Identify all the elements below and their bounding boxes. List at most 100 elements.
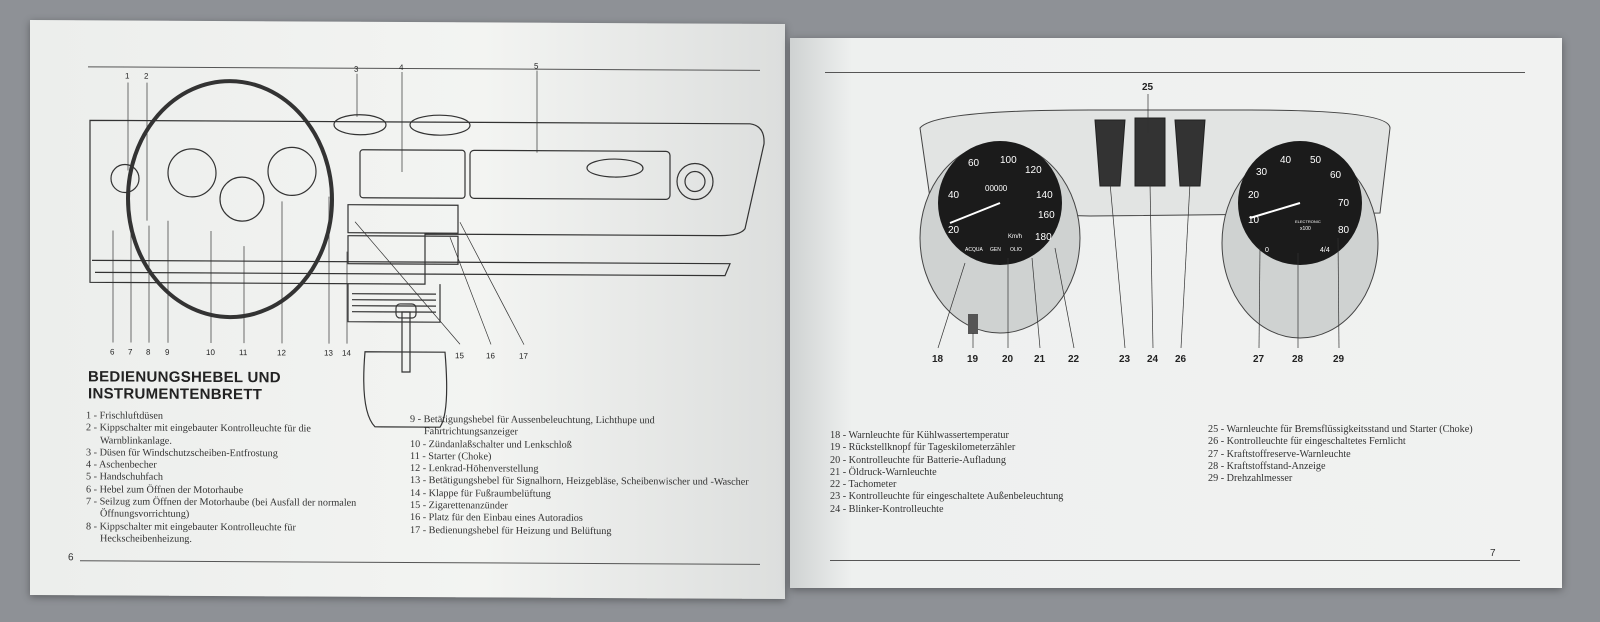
callout-25: 25 xyxy=(1142,82,1154,93)
callout-1: 1 xyxy=(125,72,130,81)
callout-20: 20 xyxy=(1002,354,1014,365)
tacho-label: 10 xyxy=(1248,215,1260,226)
callout-14: 14 xyxy=(342,349,351,358)
odometer: 00000 xyxy=(985,184,1008,193)
callout-11: 11 xyxy=(239,348,248,357)
steering-hub xyxy=(219,176,265,222)
steering-wheel xyxy=(126,79,334,320)
callout-10: 10 xyxy=(206,348,215,357)
callout-12: 12 xyxy=(277,348,286,357)
callout-7: 7 xyxy=(128,348,133,357)
tacho-brand: ELECTRONIC xyxy=(1295,219,1321,224)
list-item: 23 - Kontrolleuchte für eingeschaltete A… xyxy=(830,491,1064,503)
callout-8: 8 xyxy=(146,348,151,357)
speedo-label: 100 xyxy=(1000,155,1017,166)
air-vent-right xyxy=(676,162,714,201)
callout-28: 28 xyxy=(1292,354,1304,365)
list-item: 27 - Kraftstoffreserve-Warnleuchte xyxy=(1208,448,1351,460)
list-item: 17 - Bedienungshebel für Heizung und Bel… xyxy=(410,524,612,537)
speedo-label: 40 xyxy=(948,190,960,201)
tacho-label: 30 xyxy=(1256,167,1268,178)
fuel-full-label: 4/4 xyxy=(1320,247,1330,254)
callout-19: 19 xyxy=(967,354,979,365)
radio-slot xyxy=(347,235,459,265)
list-item: 22 - Tachometer xyxy=(830,479,897,491)
callout-2: 2 xyxy=(144,72,149,81)
callout-4: 4 xyxy=(399,63,404,72)
bottom-rule xyxy=(830,560,1520,561)
left-page: 1 2 3 4 5 6 7 8 9 10 11 12 13 14 15 16 1… xyxy=(30,20,785,599)
callout-23: 23 xyxy=(1119,354,1131,365)
callout-18: 18 xyxy=(932,354,944,365)
tacho-label: 60 xyxy=(1330,170,1342,181)
list-item: 9 - Betätigungshebel für Aussenbeleuchtu… xyxy=(410,414,655,438)
callout-5: 5 xyxy=(534,62,539,71)
callout-6: 6 xyxy=(110,347,115,356)
trip-reset-knob xyxy=(968,314,978,334)
defrost-vent-left xyxy=(333,114,387,136)
warning-lamp-23 xyxy=(1094,119,1126,187)
callout-9: 9 xyxy=(165,348,170,357)
list-item: 29 - Drehzahlmesser xyxy=(1208,473,1293,485)
warning-label: ACQUA xyxy=(965,247,983,253)
section-title: BEDIENUNGSHEBEL UND INSTRUMENTENBRETT xyxy=(88,368,281,403)
shifter-boot xyxy=(363,351,448,428)
callout-16: 16 xyxy=(486,351,495,360)
tacho-label: 20 xyxy=(1248,190,1260,201)
speedo-label: 160 xyxy=(1038,210,1055,221)
list-item: 26 - Kontrolleuchte für eingeschaltetes … xyxy=(1208,436,1406,448)
callout-13: 13 xyxy=(324,349,333,358)
list-item: 28 - Kraftstoffstand-Anzeige xyxy=(1208,460,1326,472)
speedo-needle xyxy=(949,202,1001,224)
list-item: 8 - Kippschalter mit eingebauter Kontrol… xyxy=(86,520,296,545)
warning-label: OLIO xyxy=(1010,247,1022,253)
glovebox xyxy=(469,149,671,200)
callout-21: 21 xyxy=(1034,354,1046,365)
list-item: 7 - Seilzug zum Öffnen der Motorhaube (b… xyxy=(86,496,357,521)
ashtray xyxy=(359,149,466,199)
warning-label: GEN xyxy=(990,247,1001,253)
callout-29: 29 xyxy=(1333,354,1345,365)
speedo-unit: Km/h xyxy=(1008,234,1022,240)
dashboard-outline xyxy=(89,119,765,285)
speedo-label: 20 xyxy=(948,225,960,236)
gear-knob xyxy=(395,303,417,319)
list-item: 2 - Kippschalter mit eingebauter Kontrol… xyxy=(86,422,311,447)
right-page: 20 40 60 100 120 140 160 180 00000 Km/h … xyxy=(790,38,1562,588)
page-number: 7 xyxy=(1490,548,1496,559)
tacho-label: 80 xyxy=(1338,225,1350,236)
defrost-vent-right xyxy=(409,114,471,136)
dashboard-illustration: 1 2 3 4 5 6 7 8 9 10 11 12 13 14 15 16 1… xyxy=(89,62,765,428)
callout-3: 3 xyxy=(354,65,359,74)
legend-list-4: 25 - Warnleuchte für Bremsflüssigkeitsst… xyxy=(1208,424,1528,485)
list-item: 18 - Warnleuchte für Kühlwassertemperatu… xyxy=(830,430,1009,441)
title-line-2: INSTRUMENTENBRETT xyxy=(88,385,263,404)
callout-27: 27 xyxy=(1253,354,1265,365)
tacho-label: 40 xyxy=(1280,155,1292,166)
tacho-label: 50 xyxy=(1310,155,1322,166)
list-item: 5 - Handschuhfach xyxy=(86,471,163,484)
tachometer xyxy=(267,146,317,196)
legend-list-1: 1 - Frischluftdüsen 2 - Kippschalter mit… xyxy=(86,410,364,547)
callout-15: 15 xyxy=(455,351,464,360)
title-line-1: BEDIENUNGSHEBEL UND xyxy=(88,368,281,387)
list-item: 19 - Rückstellknopf für Tageskilometerzä… xyxy=(830,442,1016,454)
air-vent-left xyxy=(110,163,140,194)
callout-17: 17 xyxy=(519,352,528,361)
tacho-label: 70 xyxy=(1338,198,1350,209)
list-item: 25 - Warnleuchte für Bremsflüssigkeitsst… xyxy=(1208,424,1473,435)
speedo-label: 60 xyxy=(968,158,980,169)
callout-24: 24 xyxy=(1147,354,1159,365)
legend-list-3: 18 - Warnleuchte für Kühlwassertemperatu… xyxy=(830,430,1150,516)
callout-26: 26 xyxy=(1175,354,1187,365)
callout-22: 22 xyxy=(1068,354,1080,365)
warning-lamp-24-25 xyxy=(1134,117,1166,187)
instrument-cluster-illustration: 20 40 60 100 120 140 160 180 00000 Km/h … xyxy=(919,82,1391,365)
top-rule xyxy=(825,72,1525,73)
speedometer xyxy=(167,148,217,198)
list-item: 20 - Kontrolleuchte für Batterie-Aufladu… xyxy=(830,454,1006,466)
list-item: 24 - Blinker-Kontrolleuchte xyxy=(830,503,944,515)
warning-lamp-26 xyxy=(1174,119,1206,187)
list-item: 21 - Öldruck-Warnleuchte xyxy=(830,466,937,478)
tacho-unit: x100 xyxy=(1300,226,1311,232)
